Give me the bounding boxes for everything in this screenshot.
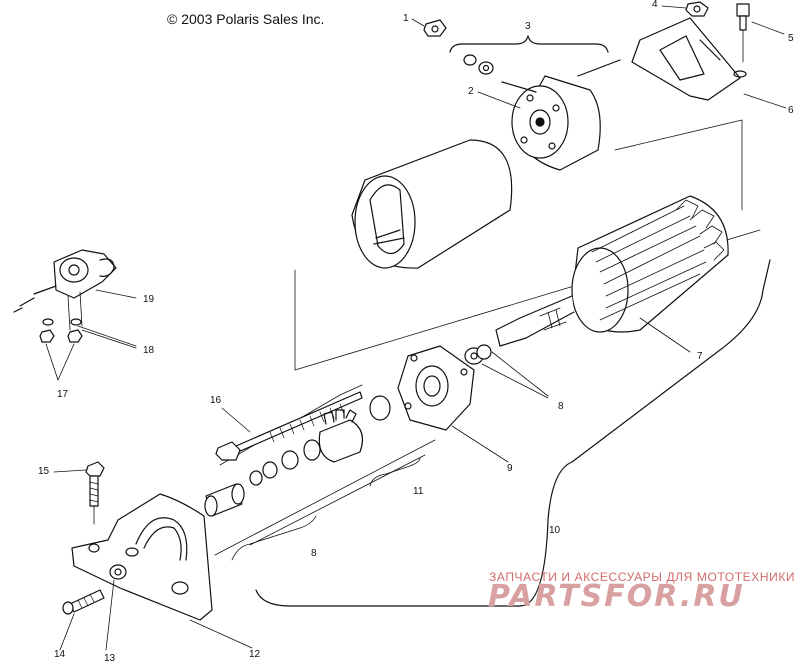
part-9-end-plate — [369, 345, 509, 463]
callout-8-left: 8 — [311, 548, 317, 559]
part-17-nuts — [39, 329, 83, 381]
callout-4: 4 — [652, 0, 658, 10]
callout-5: 5 — [788, 33, 794, 44]
callout-2: 2 — [468, 86, 474, 97]
callout-18: 18 — [143, 345, 155, 356]
copyright-notice: © 2003 Polaris Sales Inc. — [167, 11, 325, 27]
callout-16: 16 — [210, 395, 222, 406]
part-11-drive-gear — [249, 409, 421, 487]
part-16-through-bolt — [215, 391, 363, 461]
part-13-washer — [105, 564, 127, 651]
part-7-armature — [495, 195, 729, 353]
part-12-mounting-bracket — [71, 493, 253, 649]
part-8-spacer — [204, 483, 317, 561]
callout-15: 15 — [38, 466, 50, 477]
callout-9: 9 — [507, 463, 513, 474]
callout-12: 12 — [249, 649, 261, 660]
callout-8-right: 8 — [558, 401, 564, 412]
callout-3: 3 — [525, 21, 531, 32]
part-19-solenoid — [13, 249, 137, 331]
callout-1: 1 — [403, 13, 409, 24]
callout-19: 19 — [143, 294, 155, 305]
callout-10: 10 — [549, 525, 561, 536]
part-4-nut — [661, 1, 709, 17]
part-6-mount-bracket — [631, 17, 747, 101]
assembly-bracket-10 — [255, 259, 771, 607]
leader-lines — [214, 119, 761, 556]
bracket-3 — [449, 35, 609, 53]
callout-14: 14 — [54, 649, 66, 660]
callout-13: 13 — [104, 653, 116, 662]
callout-11: 11 — [413, 486, 424, 497]
part-14-bolt — [59, 589, 105, 651]
part-3-washers — [463, 54, 494, 75]
callout-7: 7 — [697, 351, 703, 362]
part-18-washers — [42, 318, 137, 349]
watermark-logo: PARTSFOR.RU — [488, 579, 745, 614]
watermark-subtitle: ЗАПЧАСТИ И АКСЕССУАРЫ ДЛЯ МОТОТЕХНИКИ — [489, 570, 796, 584]
callout-6: 6 — [788, 105, 794, 116]
leader-2 — [477, 91, 521, 109]
part-5-bolt — [736, 3, 785, 63]
part-1-nut — [411, 18, 447, 37]
part-housing-cylinder — [351, 139, 513, 269]
callout-17: 17 — [57, 389, 69, 400]
part-8-washers — [464, 344, 549, 399]
part-15-bolt — [53, 461, 105, 525]
part-2-end-cap — [501, 59, 621, 171]
